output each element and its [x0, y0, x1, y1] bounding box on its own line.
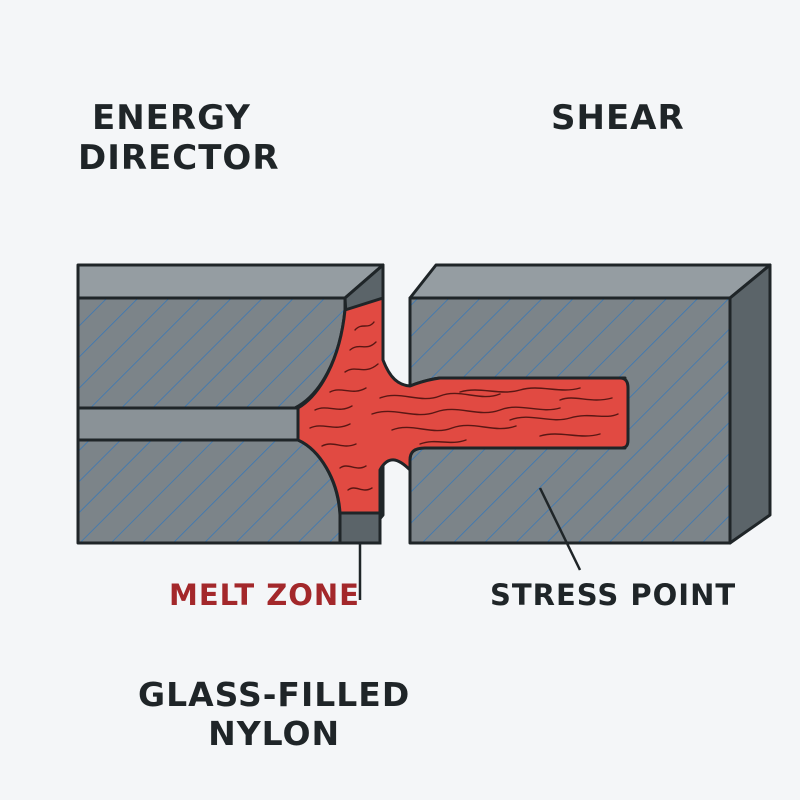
left-part-top-face: [76, 263, 385, 300]
left-part-lower-body: [76, 438, 342, 545]
glass-filled-nylon-label: GLASS-FILLED NYLON: [138, 675, 411, 754]
left-part-base-block: [338, 511, 382, 545]
glass-filled-nylon-label-line-2: NYLON: [208, 713, 341, 753]
right-part-side-face: [728, 263, 772, 545]
melt-flow-lines: [309, 321, 619, 491]
left-part-gap-strip: [76, 406, 300, 442]
stress-point-label: STRESS POINT: [490, 578, 737, 612]
energy-director-label: ENERGY DIRECTOR: [78, 98, 280, 178]
left-part-upper-body: [76, 296, 347, 410]
stress-point-leader-line: [538, 487, 582, 571]
melt-zone-fill: [296, 296, 630, 515]
energy-director-label-line-1: ENERGY: [92, 98, 251, 138]
right-part-top-face: [408, 263, 772, 300]
glass-filled-nylon-label-line-1: GLASS-FILLED: [138, 675, 411, 714]
shear-label: SHEAR: [551, 98, 685, 138]
energy-director-label-line-2: DIRECTOR: [78, 138, 280, 179]
melt-zone-label: MELT ZONE: [169, 578, 360, 612]
melt-zone-shape: [296, 296, 630, 515]
